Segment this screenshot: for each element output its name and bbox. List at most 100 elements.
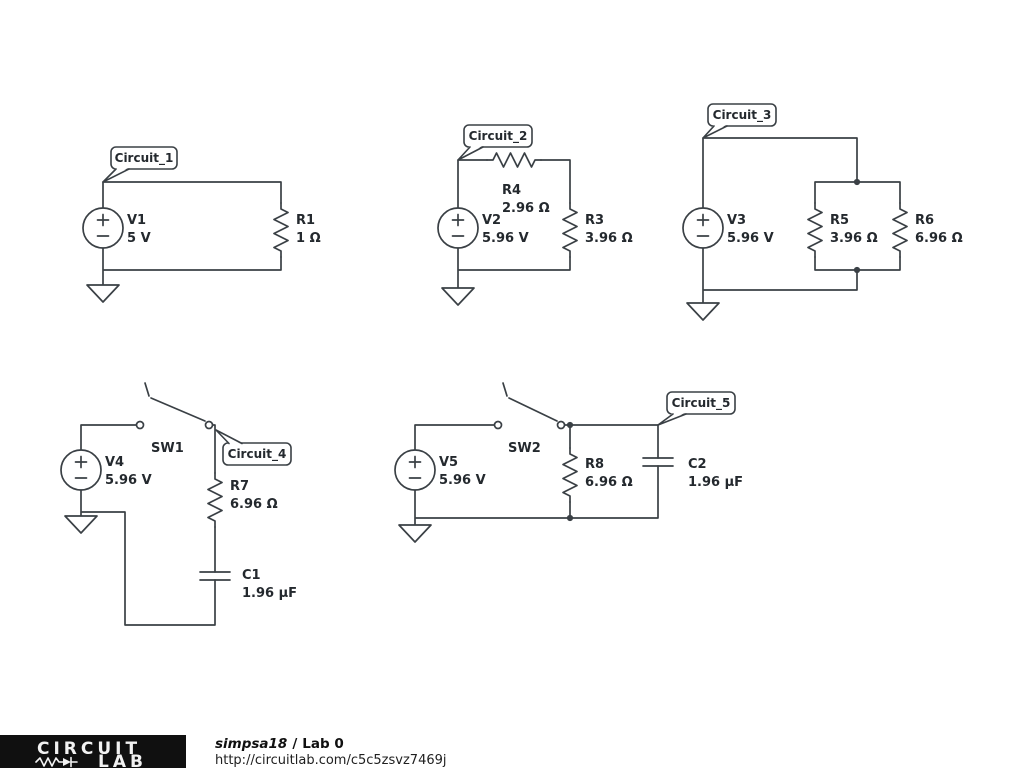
callout-tail-border xyxy=(102,168,130,183)
callout-circuit-3[interactable]: Circuit_3 xyxy=(702,103,777,139)
circuit-4: V4 5.96 V SW1 R7 6.96 Ω C1 1.96 µF Circu… xyxy=(60,382,297,626)
v5-name-label: V5 xyxy=(439,455,458,470)
r6-value-label: 6.96 Ω xyxy=(915,231,963,246)
circuit-2-wires xyxy=(457,159,571,289)
callout-circuit-4[interactable]: Circuit_4 xyxy=(215,429,292,466)
circuitlab-logo-lab: LAB xyxy=(98,752,147,768)
document-owner: simpsa18 xyxy=(215,736,287,752)
switch-sw1[interactable] xyxy=(135,382,214,430)
callout-tail-border xyxy=(457,146,484,161)
callout-tail-border xyxy=(215,429,243,445)
r1-value-label: 1 Ω xyxy=(296,231,321,246)
c2-name-label: C2 xyxy=(688,457,707,472)
circuit-3: V3 5.96 V R5 3.96 Ω R6 6.96 Ω Circuit_3 xyxy=(682,103,963,321)
r1-name-label: R1 xyxy=(296,213,315,228)
voltage-source-v4[interactable] xyxy=(60,449,102,491)
r7-value-label: 6.96 Ω xyxy=(230,497,278,512)
junction-dot xyxy=(853,178,861,186)
ground-symbol-5[interactable] xyxy=(398,524,432,543)
callout-circuit-1-text: Circuit_1 xyxy=(115,151,174,166)
callout-box xyxy=(707,103,777,127)
document-title-line: simpsa18 / Lab 0 xyxy=(215,736,344,752)
r4-value-label: 2.96 Ω xyxy=(502,201,550,216)
r3-name-label: R3 xyxy=(585,213,604,228)
ground-symbol-4[interactable] xyxy=(64,515,98,534)
resistor-r5[interactable] xyxy=(807,202,823,258)
switch-terminal xyxy=(493,420,503,430)
circuitlab-logo-circuit: CIRCUIT xyxy=(37,739,141,759)
r5-name-label: R5 xyxy=(830,213,849,228)
c2-value-label: 1.96 µF xyxy=(688,475,743,490)
capacitor-c2[interactable] xyxy=(642,457,674,467)
logo-diode-glyph xyxy=(63,758,71,766)
document-separator: / xyxy=(292,736,297,752)
v2-name-label: V2 xyxy=(482,213,501,228)
r7-name-label: R7 xyxy=(230,479,249,494)
callout-box xyxy=(222,442,292,466)
voltage-source-v2[interactable] xyxy=(437,207,479,249)
circuitlab-logo-icon xyxy=(35,756,78,768)
callout-box xyxy=(110,146,178,170)
callout-circuit-1[interactable]: Circuit_1 xyxy=(102,146,178,183)
voltage-source-v1[interactable] xyxy=(82,207,124,249)
circuit-5: V5 5.96 V SW2 R8 6.96 Ω C2 1.96 µF Circu… xyxy=(394,382,743,543)
v4-value-label: 5.96 V xyxy=(105,473,152,488)
callout-circuit-2[interactable]: Circuit_2 xyxy=(457,124,533,161)
logo-resistor-glyph xyxy=(35,757,64,767)
callout-circuit-3-text: Circuit_3 xyxy=(713,108,772,123)
ground-symbol-2[interactable] xyxy=(441,287,475,306)
v2-value-label: 5.96 V xyxy=(482,231,529,246)
c1-name-label: C1 xyxy=(242,568,261,583)
resistor-r4[interactable] xyxy=(486,152,542,168)
r4-name-label: R4 xyxy=(502,183,521,198)
resistor-r3[interactable] xyxy=(562,202,578,258)
r8-name-label: R8 xyxy=(585,457,604,472)
callout-box xyxy=(666,391,736,415)
r3-value-label: 3.96 Ω xyxy=(585,231,633,246)
resistor-r6[interactable] xyxy=(892,202,908,258)
capacitor-c1[interactable] xyxy=(199,571,231,581)
resistor-r1[interactable] xyxy=(273,202,289,258)
circuit-1: V1 5 V R1 1 Ω Circuit_1 xyxy=(82,146,321,303)
ground-symbol-1[interactable] xyxy=(86,284,120,303)
callout-circuit-5[interactable]: Circuit_5 xyxy=(657,391,736,426)
junction-dot xyxy=(566,514,574,522)
switch-lever xyxy=(150,397,206,422)
switch-terminal xyxy=(556,420,566,430)
circuit-2: R4 2.96 Ω V2 5.96 V R3 3.96 Ω Circuit_2 xyxy=(437,124,633,306)
switch-terminal xyxy=(204,420,214,430)
v3-value-label: 5.96 V xyxy=(727,231,774,246)
voltage-source-v5[interactable] xyxy=(394,449,436,491)
circuit-1-wires xyxy=(102,181,282,286)
callout-circuit-2-text: Circuit_2 xyxy=(469,129,528,144)
callout-circuit-4-text: Circuit_4 xyxy=(228,447,287,462)
v1-name-label: V1 xyxy=(127,213,146,228)
logo-diode-bar xyxy=(70,756,78,768)
callout-box xyxy=(463,124,533,148)
resistor-r7[interactable] xyxy=(207,472,223,528)
junction-dot xyxy=(566,421,574,429)
switch-actuator-tick xyxy=(502,382,508,397)
junction-dot xyxy=(853,266,861,274)
ground-symbol-3[interactable] xyxy=(686,302,720,321)
callout-tail-border xyxy=(702,125,728,139)
callout-circuit-5-text: Circuit_5 xyxy=(672,396,731,411)
footer: CIRCUIT LAB simpsa18 / Lab 0 http://circui… xyxy=(0,735,447,768)
r6-name-label: R6 xyxy=(915,213,934,228)
circuitlab-logo-background xyxy=(0,735,186,768)
v5-value-label: 5.96 V xyxy=(439,473,486,488)
switch-terminal xyxy=(135,420,145,430)
v4-name-label: V4 xyxy=(105,455,124,470)
voltage-source-v3[interactable] xyxy=(682,207,724,249)
r5-value-label: 3.96 Ω xyxy=(830,231,878,246)
sw2-name-label: SW2 xyxy=(508,441,541,456)
switch-actuator-tick xyxy=(144,382,150,397)
document-url: http://circuitlab.com/c5c5zsvz7469j xyxy=(215,753,447,768)
circuit-4-wires xyxy=(80,424,216,626)
callout-tail-border xyxy=(657,413,687,426)
v1-value-label: 5 V xyxy=(127,231,151,246)
document-name: Lab 0 xyxy=(302,736,343,752)
resistor-r8[interactable] xyxy=(562,447,578,503)
switch-sw2[interactable] xyxy=(493,382,566,430)
